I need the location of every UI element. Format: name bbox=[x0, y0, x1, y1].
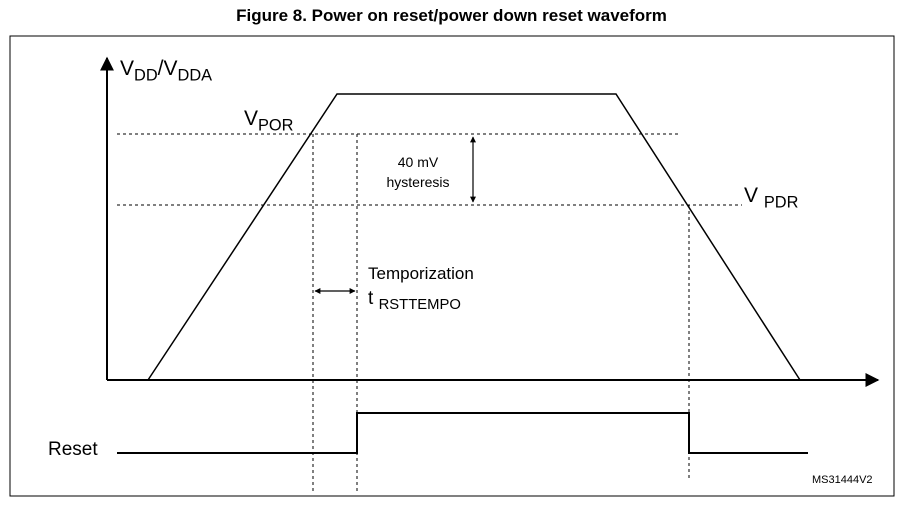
figure-reference-code: MS31444V2 bbox=[812, 474, 873, 486]
vpdr-label: V PDR bbox=[744, 184, 799, 212]
t-rsttempo-label: t RSTTEMPO bbox=[368, 288, 461, 314]
figure-title: Figure 8. Power on reset/power down rese… bbox=[236, 6, 667, 25]
temporization-label: Temporization bbox=[368, 264, 474, 283]
vpor-label: VPOR bbox=[244, 107, 294, 135]
reset-signal bbox=[117, 412, 808, 454]
supply-voltage-waveform bbox=[147, 93, 801, 381]
vdd-vdda-axis-label: VDD/VDDA bbox=[120, 57, 213, 85]
figure-border bbox=[9, 35, 895, 497]
reset-label: Reset bbox=[48, 439, 98, 460]
